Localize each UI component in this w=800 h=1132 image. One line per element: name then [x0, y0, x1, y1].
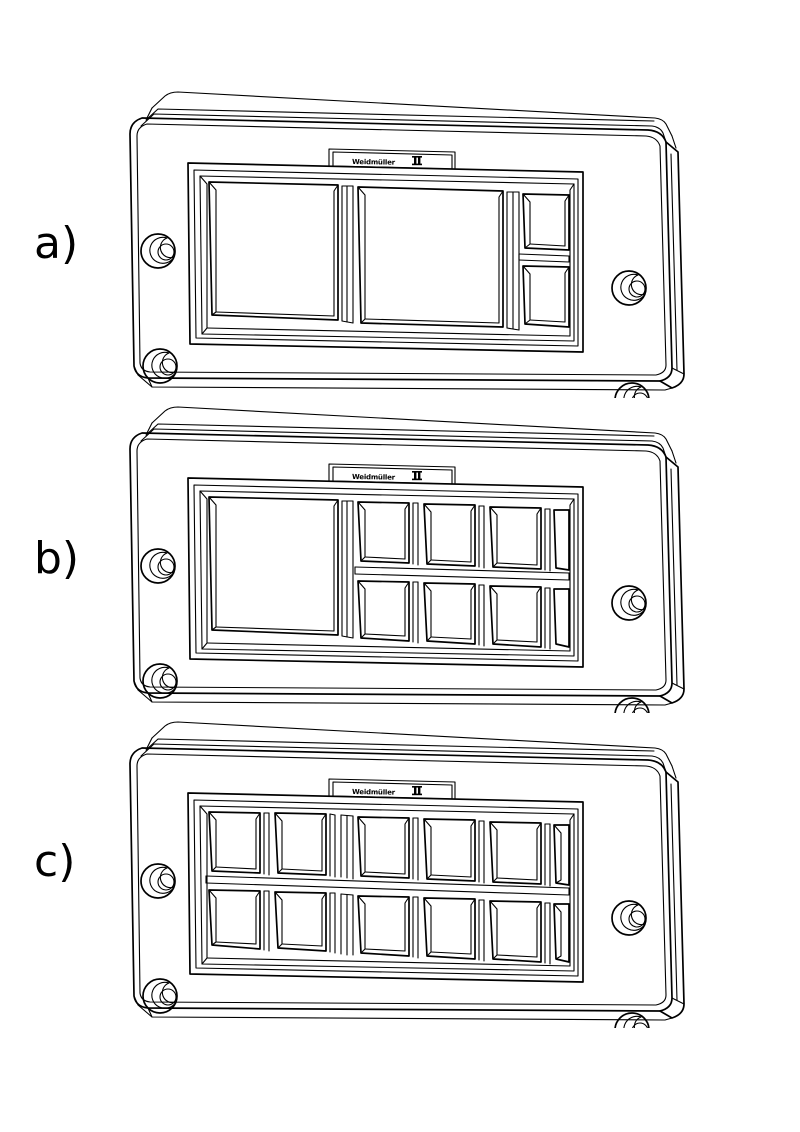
cutout-a-small-1	[522, 193, 570, 251]
figure-c: Weidmüller	[0, 708, 800, 1028]
screw-boss-c-top-right	[611, 900, 647, 936]
screw-boss-b-bottom-left	[142, 663, 178, 699]
screw-boss-c-bottom-left	[142, 978, 178, 1014]
screw-boss-a-top-right	[611, 270, 647, 306]
panel-drawing-a: Weidmüller	[129, 91, 685, 398]
screw-boss-a-bottom-right	[614, 382, 650, 398]
figure-b: Weidmüller	[0, 393, 800, 713]
cutout-c-small-r1c2	[274, 812, 327, 876]
cutout-c-small-r1c3	[357, 816, 410, 879]
figure-a: Weidmüller	[0, 78, 800, 398]
cutout-b-small-r2c1	[357, 580, 410, 642]
screw-boss-b-bottom-right	[614, 697, 650, 713]
nameplate-label-c: Weidmüller	[352, 788, 396, 797]
cutout-b-small-r1c3	[489, 506, 542, 570]
cutout-b-small-r1c1	[357, 501, 410, 564]
screw-boss-a-top-left	[140, 233, 176, 269]
figure-label-c: c)	[34, 836, 76, 887]
cutout-c-small-r2c5	[489, 900, 542, 963]
screw-boss-c-bottom-right	[614, 1012, 650, 1028]
figure-label-b: b)	[34, 533, 80, 584]
cutout-a-large-1	[208, 181, 339, 321]
screw-boss-c-top-left	[140, 863, 176, 899]
cutout-b-large-1	[208, 496, 339, 636]
cutout-b-small-r1c2	[423, 503, 476, 567]
cutout-c-small-r2c2	[274, 891, 327, 952]
cutout-c-small-r1c6	[553, 824, 570, 886]
panel-drawing-b: Weidmüller	[129, 406, 685, 713]
cutout-c-small-r2c1	[208, 889, 261, 950]
figure-label-a: a)	[34, 218, 79, 269]
cutout-b-small-edge	[553, 509, 570, 648]
weidmuller-logo-icon	[412, 786, 422, 796]
cutout-c-small-r1c1	[208, 811, 261, 874]
cutout-c-small-r1c5	[489, 821, 542, 885]
screw-boss-b-top-right	[611, 585, 647, 621]
nameplate-label-a: Weidmüller	[352, 158, 396, 167]
cutout-c-small-r1c4	[423, 818, 476, 882]
cutout-c-small-r2c3	[357, 895, 410, 957]
cutout-c-small-r2c4	[423, 897, 476, 960]
screw-boss-a-bottom-left	[142, 348, 178, 384]
weidmuller-logo-icon	[412, 471, 422, 481]
cutout-b-small-r2c3	[489, 585, 542, 648]
cutout-c-small-r2c6	[553, 903, 570, 963]
cutout-a-small-2	[522, 265, 570, 328]
cutout-b-small-r2c2	[423, 582, 476, 645]
panel-drawing-c: Weidmüller	[129, 721, 685, 1028]
screw-boss-b-top-left	[140, 548, 176, 584]
weidmuller-logo-icon	[412, 156, 422, 166]
nameplate-label-b: Weidmüller	[352, 473, 396, 482]
cutout-a-large-2	[357, 186, 504, 328]
